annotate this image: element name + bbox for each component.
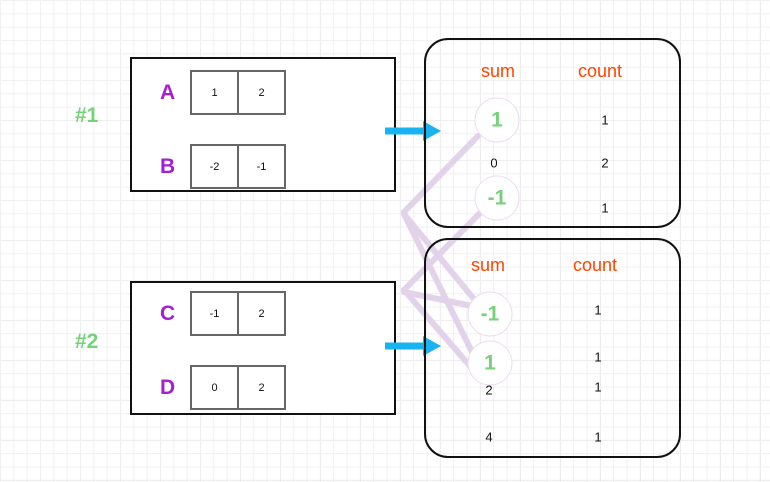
agg2-count-3: 1 bbox=[594, 429, 602, 445]
agg1-header-sum: sum bbox=[481, 61, 516, 81]
agg1-sum-0: 1 bbox=[474, 97, 520, 143]
cell-D-1: 2 bbox=[237, 365, 286, 410]
row-label-A: A bbox=[160, 80, 176, 104]
table-row: C -1 2 bbox=[160, 291, 286, 336]
agg2-sum-1: 1 bbox=[467, 340, 513, 386]
arrow-group1-to-table1 bbox=[385, 121, 441, 141]
agg1-header-count: count bbox=[578, 61, 623, 81]
group-tag-2: #2 bbox=[75, 330, 99, 353]
row-label-C: C bbox=[160, 301, 176, 325]
cell-C-0: -1 bbox=[190, 291, 239, 336]
agg2-header-sum: sum bbox=[471, 255, 506, 275]
agg1-sum-2: -1 bbox=[474, 175, 520, 221]
agg-box-2 bbox=[424, 238, 681, 458]
agg2-count-0: 1 bbox=[594, 302, 602, 318]
agg1-count-0: 1 bbox=[601, 112, 609, 128]
table-row: D 0 2 bbox=[160, 365, 286, 410]
cell-A-0: 1 bbox=[190, 70, 239, 115]
row-cells-C: -1 2 bbox=[190, 291, 286, 336]
cell-A-1: 2 bbox=[237, 70, 286, 115]
agg2-count-2: 1 bbox=[594, 379, 602, 395]
agg1-sum-1: 0 bbox=[490, 155, 498, 171]
table-row: B -2 -1 bbox=[160, 144, 286, 189]
cell-D-0: 0 bbox=[190, 365, 239, 410]
table-row: A 1 2 bbox=[160, 70, 286, 115]
agg1-count-2: 1 bbox=[601, 200, 609, 216]
agg2-sum-3: 4 bbox=[485, 429, 493, 445]
agg2-sum-0: -1 bbox=[467, 291, 513, 337]
row-cells-A: 1 2 bbox=[190, 70, 286, 115]
agg2-header-count: count bbox=[573, 255, 618, 275]
agg-box-1 bbox=[424, 38, 681, 228]
row-label-B: B bbox=[160, 154, 176, 178]
row-cells-D: 0 2 bbox=[190, 365, 286, 410]
arrow-group2-to-table2 bbox=[385, 336, 441, 356]
row-label-D: D bbox=[160, 375, 176, 399]
group-tag-1: #1 bbox=[75, 104, 99, 127]
cell-C-1: 2 bbox=[237, 291, 286, 336]
agg2-sum-2: 2 bbox=[485, 382, 493, 398]
row-cells-B: -2 -1 bbox=[190, 144, 286, 189]
agg2-count-1: 1 bbox=[594, 349, 602, 365]
cell-B-0: -2 bbox=[190, 144, 239, 189]
agg1-count-1: 2 bbox=[601, 155, 609, 171]
cell-B-1: -1 bbox=[237, 144, 286, 189]
